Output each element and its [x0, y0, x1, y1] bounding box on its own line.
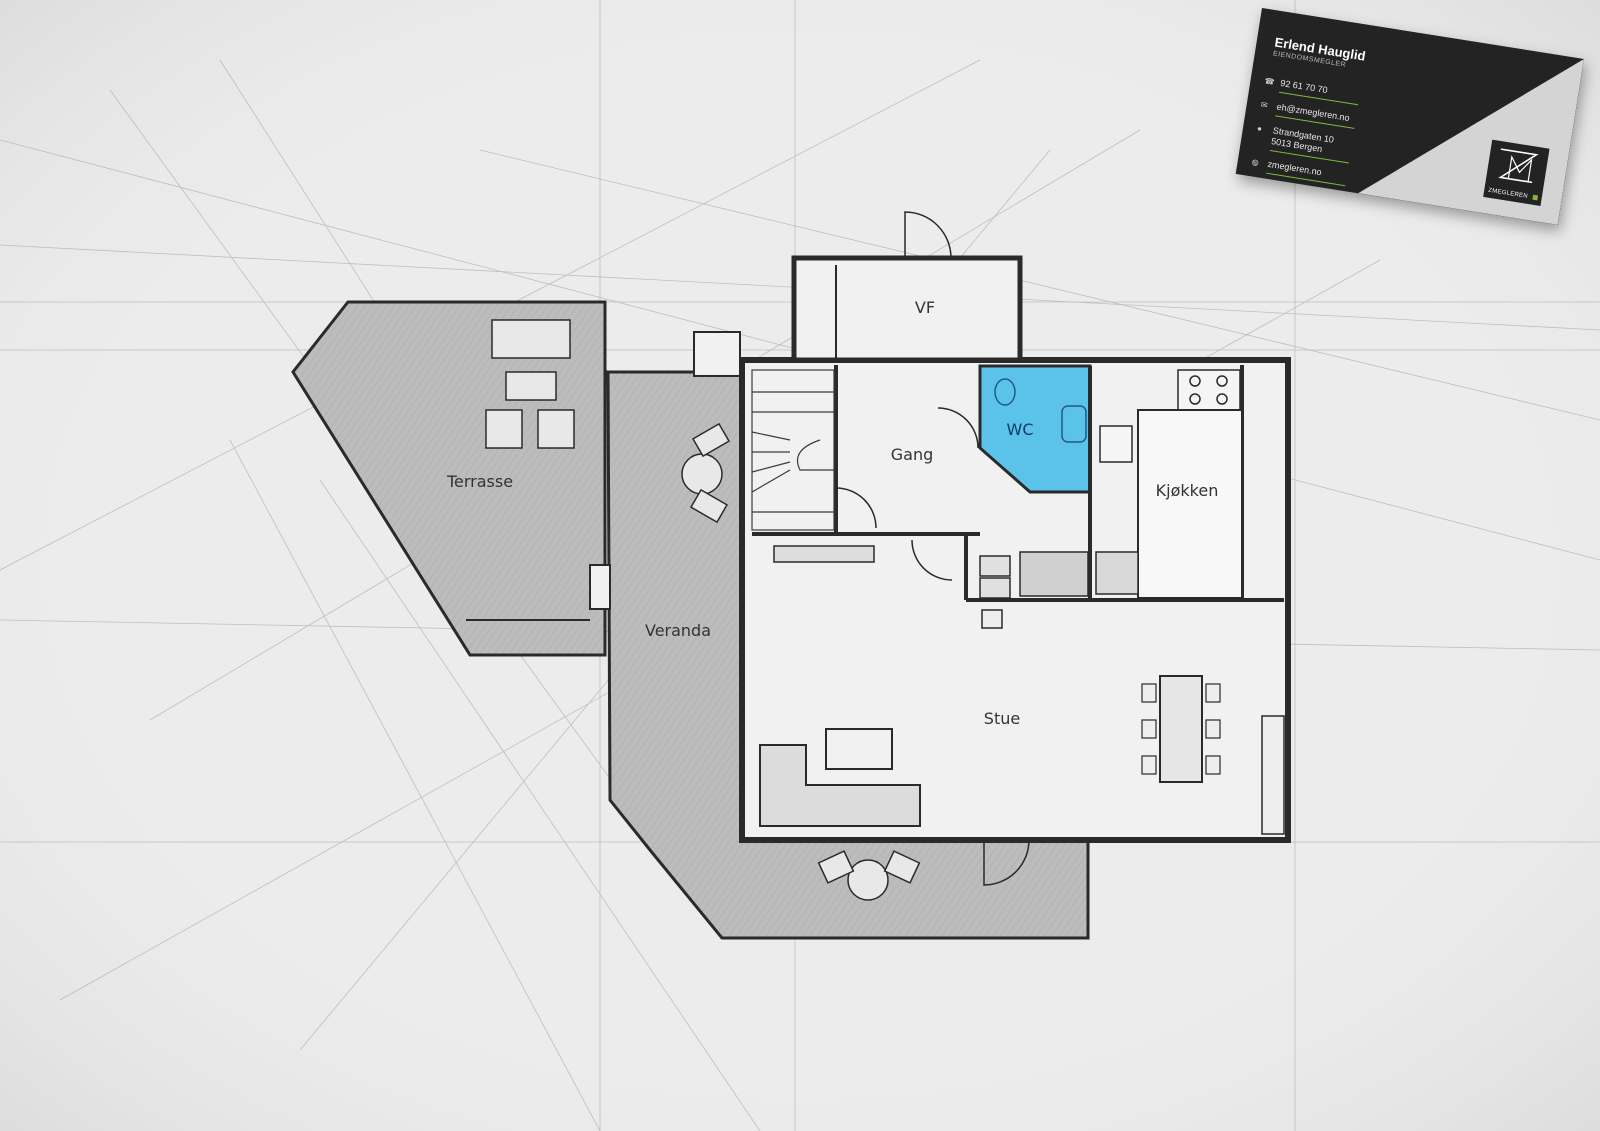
veranda-furniture [681, 422, 921, 901]
room-label-gang: Gang [891, 445, 934, 464]
card-address: Strandgaten 10 5013 Bergen [1269, 125, 1353, 164]
tv-bench [825, 728, 893, 770]
kitchen-sink [1099, 425, 1133, 463]
dryer [979, 577, 1011, 599]
sink-icon [1061, 405, 1087, 443]
card-phone: 92 61 70 70 [1278, 77, 1361, 106]
mail-icon: ✉ [1260, 100, 1269, 111]
door-swings [835, 211, 1030, 886]
card-email: eh@zmegleren.no [1275, 101, 1357, 129]
room-label-kjokken: Kjøkken [1156, 481, 1219, 500]
washer [979, 555, 1011, 577]
logo-mark-icon [1498, 148, 1539, 184]
zmegleren-logo: ZMEGLEREN [1483, 139, 1550, 206]
fridge [1095, 551, 1139, 595]
kitchen-island [1137, 409, 1243, 599]
counter [1019, 551, 1089, 597]
room-label-vf: VF [915, 298, 935, 317]
dining-table [1159, 675, 1203, 783]
shelf [1261, 715, 1285, 835]
armchair [981, 609, 1003, 629]
sofa [759, 744, 921, 827]
stove-burners [1189, 375, 1228, 405]
card-address-row: ● Strandgaten 10 5013 Bergen [1254, 123, 1353, 164]
wc-room [978, 364, 1092, 494]
outdoor-steps [693, 331, 741, 377]
sideboard [773, 545, 875, 563]
business-card: Erlend Hauglid EIENDOMSMEGLER ☎ 92 61 70… [1235, 8, 1584, 225]
room-label-terrasse: Terrasse [446, 472, 513, 491]
phone-icon: ☎ [1263, 76, 1276, 87]
location-icon: ● [1256, 123, 1263, 134]
dining-chairs [1141, 683, 1221, 775]
logo-accent [1532, 194, 1539, 201]
stove [1177, 369, 1241, 411]
room-label-wc: WC [1007, 420, 1034, 439]
room-label-stue: Stue [984, 709, 1020, 728]
globe-icon: ◍ [1251, 157, 1260, 168]
terrasse-furniture [485, 319, 575, 449]
staircase [751, 369, 835, 531]
vf-room [791, 255, 1023, 363]
toilet-icon [994, 378, 1016, 406]
room-label-veranda: Veranda [645, 621, 711, 640]
terrasse-steps [589, 564, 611, 610]
